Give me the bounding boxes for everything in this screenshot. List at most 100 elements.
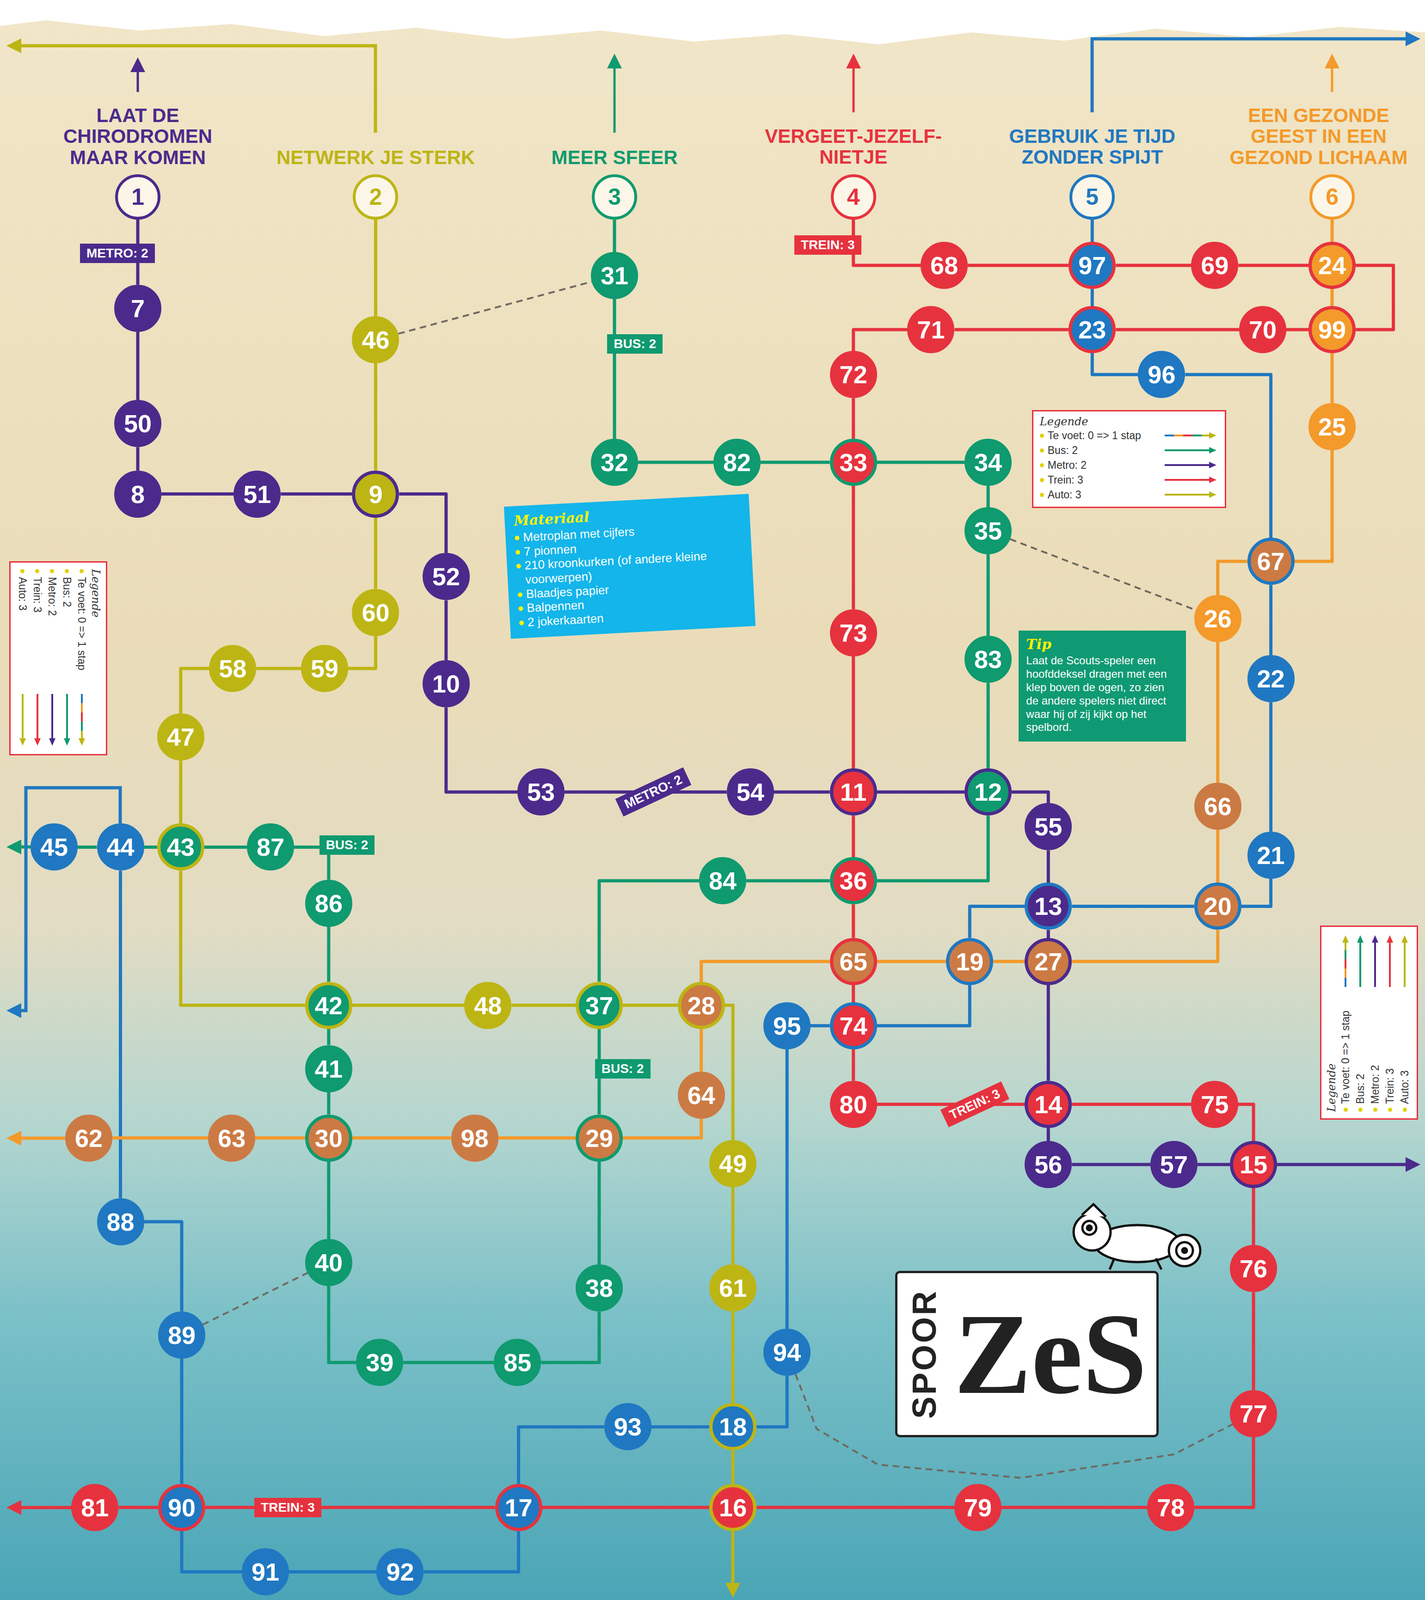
station-number: 68 bbox=[930, 252, 959, 278]
station-number: 86 bbox=[314, 890, 343, 916]
station-circle: 78 bbox=[1147, 1484, 1195, 1532]
station-circle: 71 bbox=[907, 306, 955, 354]
transit-line bbox=[1252, 1188, 1256, 1246]
station-number: 54 bbox=[736, 779, 765, 805]
legend-box: LegendeTe voet: 0 => 1 stapBus: 2Metro: … bbox=[1320, 925, 1419, 1120]
legend-text: Auto: 3 bbox=[1047, 488, 1163, 502]
transit-line bbox=[808, 1024, 830, 1028]
line-heading: VERGEET-JEZELF-NIETJE bbox=[744, 125, 963, 168]
transit-line bbox=[180, 668, 210, 714]
transit-line bbox=[374, 363, 378, 471]
legend-text: Metro: 2 bbox=[45, 577, 59, 693]
legend-row: Trein: 3 bbox=[30, 569, 45, 748]
bullet-dot bbox=[79, 569, 84, 574]
transit-line bbox=[731, 1450, 735, 1484]
transit-line bbox=[161, 492, 234, 496]
chameleon-crest bbox=[1081, 1204, 1106, 1217]
transit-line bbox=[851, 656, 855, 769]
legend-row: Auto: 3 bbox=[15, 569, 31, 748]
transit-line bbox=[328, 1286, 357, 1363]
bullet-dot bbox=[515, 549, 521, 555]
legend-swatch bbox=[19, 694, 26, 746]
legend-row: Te voet: 0 => 1 stap bbox=[1338, 933, 1353, 1112]
legend-title: Legende bbox=[89, 569, 103, 748]
walk-arrow-head bbox=[1209, 432, 1217, 439]
transit-line bbox=[75, 845, 97, 849]
transit-line bbox=[597, 1161, 601, 1266]
legend-title: Legende bbox=[1039, 415, 1219, 429]
transit-line bbox=[326, 1161, 331, 1240]
exit-line bbox=[20, 1506, 72, 1510]
station-number: 9 bbox=[368, 481, 383, 507]
transit-line bbox=[877, 985, 971, 1026]
transit-line bbox=[731, 1311, 735, 1404]
bullet-dot bbox=[49, 569, 55, 574]
station-circle: 96 bbox=[1137, 350, 1186, 399]
transit-line bbox=[599, 880, 700, 982]
exit-arrowheads bbox=[6, 31, 1421, 1598]
station-circle: 29 bbox=[575, 1114, 623, 1162]
station-number: 80 bbox=[839, 1092, 868, 1118]
dashed-link bbox=[398, 281, 592, 334]
transit-line bbox=[180, 1358, 184, 1485]
legend-arrow-line bbox=[66, 694, 68, 740]
bullet-dot bbox=[1357, 1107, 1363, 1112]
legend-arrow-line bbox=[1374, 941, 1376, 988]
station-circle: 94 bbox=[763, 1328, 811, 1376]
station-circle: 38 bbox=[575, 1264, 623, 1312]
legend-row: Trein: 3 bbox=[1382, 933, 1398, 1112]
transit-line bbox=[1330, 353, 1334, 404]
exit-line bbox=[20, 1136, 66, 1141]
station-number: 67 bbox=[1257, 548, 1285, 574]
station-number: 53 bbox=[527, 779, 555, 805]
station-number: 97 bbox=[1078, 252, 1106, 278]
station-circle: 74 bbox=[829, 1002, 878, 1050]
station-number: 17 bbox=[504, 1495, 533, 1521]
legend-text: Auto: 3 bbox=[1398, 988, 1411, 1105]
station-circle: 25 bbox=[1308, 403, 1356, 451]
legend-arrow-line bbox=[51, 694, 54, 740]
station-number: 41 bbox=[314, 1056, 343, 1082]
legend-arrow bbox=[1162, 475, 1219, 485]
station-number: 46 bbox=[361, 327, 390, 353]
legend-row: Te voet: 0 => 1 stap bbox=[1039, 428, 1219, 443]
transit-line bbox=[1294, 450, 1333, 562]
exit-arrows bbox=[20, 38, 1407, 1585]
legend-swatch bbox=[1371, 935, 1379, 988]
legend-arrow-head bbox=[1209, 476, 1217, 484]
destination-number: 1 bbox=[131, 185, 145, 209]
bullet-dot bbox=[517, 592, 523, 598]
transit-line bbox=[1071, 1102, 1192, 1106]
station-circle: 34 bbox=[964, 438, 1012, 486]
transit-line bbox=[613, 299, 617, 439]
transit-line bbox=[542, 1505, 710, 1510]
legend-text: Te voet: 0 => 1 stap bbox=[1339, 988, 1352, 1105]
transit-line bbox=[1355, 265, 1394, 330]
station-number: 48 bbox=[473, 993, 502, 1019]
station-number: 25 bbox=[1318, 414, 1346, 440]
station-circle: 68 bbox=[920, 241, 968, 289]
destination-circle: NETWERK JE STERK2 bbox=[352, 174, 399, 220]
line-tag: BUS: 2 bbox=[607, 334, 663, 354]
station-circle: 49 bbox=[709, 1140, 757, 1188]
legend-arrow-head bbox=[1209, 491, 1217, 498]
chameleon-eye bbox=[1082, 1221, 1097, 1235]
arrowhead bbox=[725, 1583, 741, 1598]
station-circle: 28 bbox=[677, 982, 725, 1030]
legend-text: Trein: 3 bbox=[1383, 988, 1396, 1105]
transit-line bbox=[651, 1425, 710, 1429]
station-circle: 76 bbox=[1229, 1245, 1278, 1293]
station-circle: 11 bbox=[829, 768, 878, 816]
bullet-dot bbox=[1039, 492, 1045, 498]
transit-line bbox=[622, 1116, 702, 1138]
station-circle: 44 bbox=[97, 823, 145, 871]
walk-arrow-segment bbox=[1344, 959, 1347, 969]
exit-line bbox=[136, 69, 140, 93]
legend-arrow-head bbox=[19, 738, 26, 746]
station-number: 64 bbox=[687, 1082, 716, 1108]
station-number: 87 bbox=[256, 834, 285, 860]
station-number: 95 bbox=[773, 1013, 801, 1039]
line-tag: METRO: 2 bbox=[615, 767, 692, 817]
legend-arrow bbox=[1162, 460, 1219, 470]
legend-arrow-head bbox=[49, 738, 56, 746]
